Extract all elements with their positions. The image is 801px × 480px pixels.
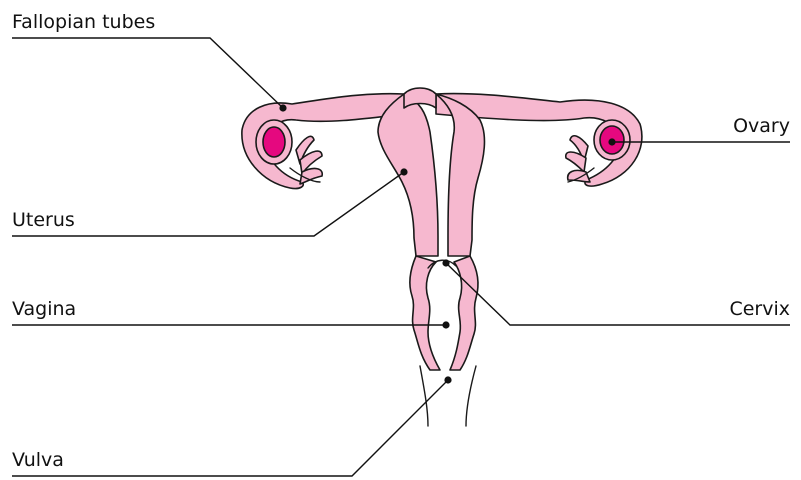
vulva-dot bbox=[444, 376, 451, 383]
ovary-dot bbox=[608, 138, 615, 145]
label-ovary: Ovary bbox=[733, 115, 790, 137]
cervix-dot bbox=[442, 259, 449, 266]
left-fimbriae bbox=[290, 136, 322, 184]
uterus-dot bbox=[400, 168, 407, 175]
labels: Fallopian tubes Uterus Vagina Vulva Ovar… bbox=[12, 11, 790, 471]
right-fimbriae bbox=[566, 136, 594, 182]
uterus-fundus bbox=[404, 88, 436, 108]
vulva-left-line bbox=[420, 366, 428, 426]
fallopian-tubes-leader bbox=[12, 38, 283, 108]
label-vagina: Vagina bbox=[12, 298, 76, 320]
vagina-left-wall bbox=[410, 256, 440, 370]
label-vulva: Vulva bbox=[12, 449, 64, 471]
label-fallopian-tubes: Fallopian tubes bbox=[12, 11, 155, 33]
label-cervix: Cervix bbox=[729, 298, 790, 320]
vulva-right-line bbox=[466, 366, 476, 426]
anatomy-illustration bbox=[242, 88, 642, 426]
left-ovary bbox=[263, 127, 285, 157]
uterus-left-wall bbox=[378, 94, 438, 256]
fallopian-tubes-dot bbox=[279, 104, 286, 111]
vagina-right-wall bbox=[450, 256, 478, 370]
label-uterus: Uterus bbox=[12, 209, 75, 231]
uterus-right-wall bbox=[436, 94, 484, 256]
vulva-leader bbox=[12, 380, 448, 476]
vagina-dot bbox=[442, 321, 449, 328]
